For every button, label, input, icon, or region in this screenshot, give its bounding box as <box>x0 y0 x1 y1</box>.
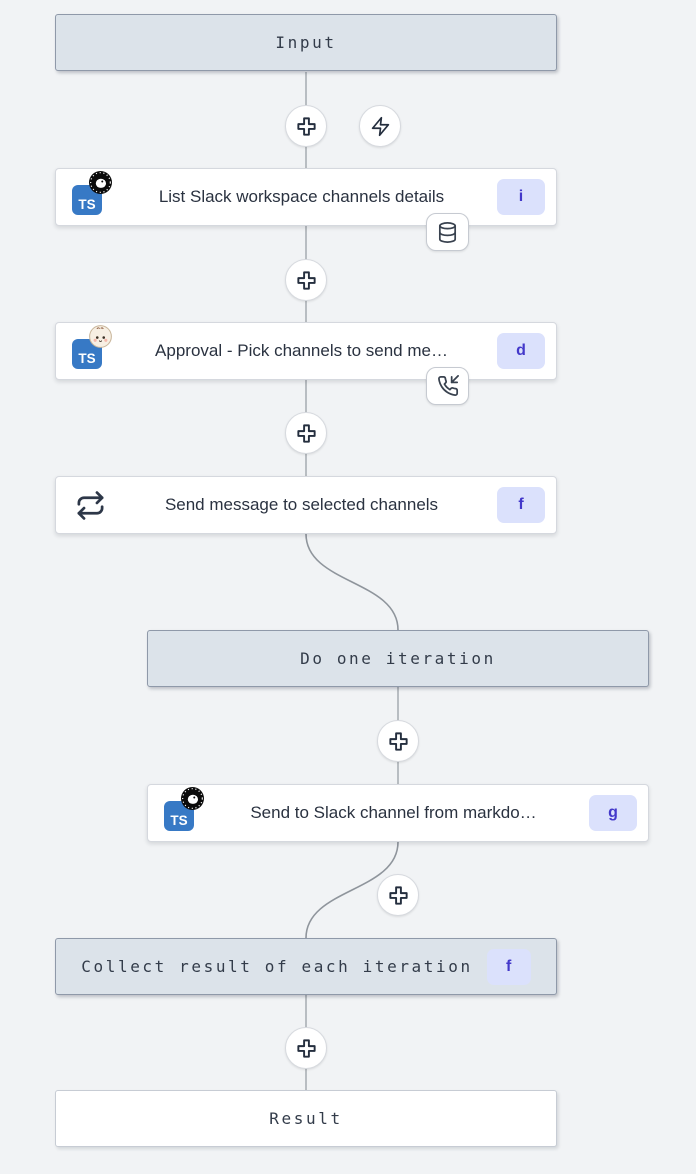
input-node-label: Input <box>275 33 337 52</box>
plus-icon <box>295 1037 318 1060</box>
deno-icon <box>181 787 204 810</box>
connector-step3-iteration <box>305 533 399 631</box>
database-icon <box>436 221 459 244</box>
step-id-badge: f <box>486 948 531 985</box>
step-title: Send message to selected channels <box>164 495 439 514</box>
add-step-button-1[interactable] <box>285 105 327 147</box>
connector-step4-collect <box>305 841 399 939</box>
input-node[interactable]: Input <box>55 14 557 71</box>
step-node-forloop-send-message[interactable]: Send message to selected channels f <box>55 476 557 534</box>
cache-button[interactable] <box>426 213 469 251</box>
plus-icon <box>387 730 410 753</box>
deno-icon <box>89 171 112 194</box>
iteration-node[interactable]: Do one iteration <box>147 630 649 687</box>
language-icon-group: TS <box>72 325 112 369</box>
plus-icon <box>387 884 410 907</box>
collect-result-node[interactable]: Collect result of each iteration f <box>55 938 557 995</box>
step-node-send-to-slack-channel[interactable]: TS Send to Slack channel from markdo… g <box>147 784 649 842</box>
language-icon-group: TS <box>72 171 112 215</box>
trigger-button[interactable] <box>359 105 401 147</box>
step-id-badge: d <box>497 333 545 369</box>
bun-icon <box>89 325 112 348</box>
step-title: List Slack workspace channels details <box>158 187 445 206</box>
result-node-label: Result <box>269 1109 343 1128</box>
language-icon-group: TS <box>164 787 204 831</box>
add-step-button-6[interactable] <box>285 1027 327 1069</box>
step-id-badge: g <box>589 795 637 831</box>
zap-icon <box>370 116 391 137</box>
plus-icon <box>295 115 318 138</box>
plus-icon <box>295 422 318 445</box>
iteration-node-label: Do one iteration <box>300 649 496 668</box>
step-node-approval-pick-channels[interactable]: TS Approval - Pick channels to send me… … <box>55 322 557 380</box>
plus-icon <box>295 269 318 292</box>
step-id-badge: f <box>497 487 545 523</box>
step-title: Send to Slack channel from markdo… <box>250 803 537 822</box>
add-step-button-5[interactable] <box>377 874 419 916</box>
step-node-list-slack-channels[interactable]: TS List Slack workspace channels details… <box>55 168 557 226</box>
result-node[interactable]: Result <box>55 1090 557 1147</box>
collect-result-label: Collect result of each iteration <box>81 957 473 976</box>
add-step-button-2[interactable] <box>285 259 327 301</box>
step-title: Approval - Pick channels to send me… <box>155 341 448 360</box>
add-step-button-3[interactable] <box>285 412 327 454</box>
suspend-approval-button[interactable] <box>426 367 469 405</box>
add-step-button-4[interactable] <box>377 720 419 762</box>
repeat-icon <box>75 490 106 521</box>
step-id-badge: i <box>497 179 545 215</box>
phone-incoming-icon <box>437 375 459 397</box>
